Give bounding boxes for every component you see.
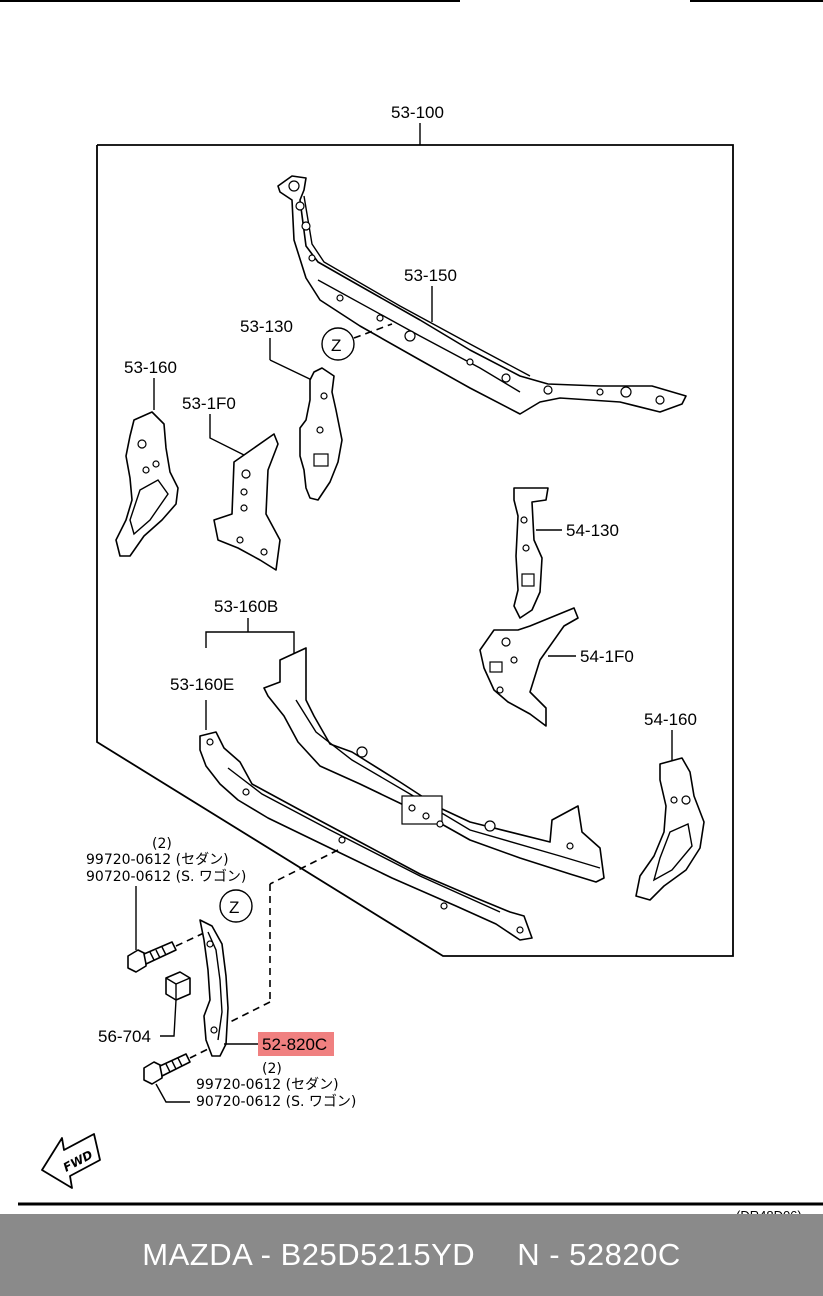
- bolt-top-dash: [175, 931, 207, 947]
- callout-53-130: 53-130: [240, 317, 293, 336]
- part-53-160e-lower-member[interactable]: [199, 731, 533, 941]
- zone-marker-upper: [321, 327, 355, 361]
- callout-56-704: 56-704: [98, 1027, 151, 1046]
- bolt-bottom-dash: [189, 1047, 211, 1059]
- callout-53-1f0: 53-1F0: [182, 394, 236, 413]
- bolt-bottom-qty: (2): [262, 1061, 282, 1077]
- highlight-52-820c: [258, 1032, 334, 1056]
- bolt-top-qty: (2): [152, 836, 172, 852]
- footer-brand-part: MAZDA - B25D5215YD: [142, 1237, 476, 1272]
- part-53-160-left-bracket[interactable]: [115, 411, 179, 557]
- part-53-1f0-bracket[interactable]: [213, 433, 281, 571]
- leader-56-704: [160, 999, 177, 1037]
- callout-53-100: 53-100: [391, 103, 444, 122]
- part-54-1f0-bracket[interactable]: [479, 607, 579, 727]
- part-53-150-upper-member[interactable]: [277, 175, 687, 415]
- bolt-top[interactable]: [127, 941, 177, 973]
- callout-54-1f0: 54-1F0: [580, 647, 634, 666]
- callout-53-160: 53-160: [124, 358, 177, 377]
- zone-leader-upper: [353, 323, 393, 339]
- part-54-160-right-bracket[interactable]: [635, 757, 705, 901]
- bolt-bottom-line2: 90720-0612 (S. ワゴン): [196, 1093, 356, 1110]
- callout-52-820c: 52-820C: [262, 1035, 327, 1054]
- part-53-160b-lower-member[interactable]: [263, 647, 605, 883]
- callout-53-150: 53-150: [404, 266, 457, 285]
- leader-53-1f0: [209, 414, 251, 459]
- bolt-top-line2: 90720-0612 (S. ワゴン): [86, 868, 246, 885]
- bolt-top-line1: 99720-0612 (セダン): [86, 852, 229, 868]
- zone-marker-lower: [219, 889, 253, 923]
- bolt-bottom[interactable]: [143, 1053, 191, 1085]
- callout-53-160b: 53-160B: [214, 597, 278, 616]
- leader-bolt-bottom: [155, 1083, 190, 1103]
- zone-marker-upper-letter: Z: [331, 336, 341, 355]
- part-52-820c-bracket[interactable]: [199, 919, 229, 1057]
- bolt-bottom-line1: 99720-0612 (セダン): [196, 1077, 339, 1093]
- zone-dash-c: [225, 1001, 271, 1025]
- footer-part-number: N - 52820C: [517, 1237, 681, 1272]
- callout-53-160e: 53-160E: [170, 675, 234, 694]
- zone-dash-a: [269, 849, 339, 885]
- leader-53-160b: [205, 631, 295, 660]
- footer-bar: MAZDA - B25D5215YD N - 52820C: [0, 1214, 823, 1296]
- callout-54-160: 54-160: [644, 710, 697, 729]
- part-56-704-nut[interactable]: [165, 971, 191, 1001]
- fwd-arrow-icon: FWD: [41, 1133, 101, 1189]
- part-53-130-bracket[interactable]: [299, 367, 343, 501]
- zone-marker-lower-letter: Z: [229, 898, 239, 917]
- leader-53-130-b: [269, 359, 317, 383]
- assembly-frame: [96, 144, 734, 957]
- callout-54-130: 54-130: [566, 521, 619, 540]
- part-54-130-bracket[interactable]: [513, 487, 549, 619]
